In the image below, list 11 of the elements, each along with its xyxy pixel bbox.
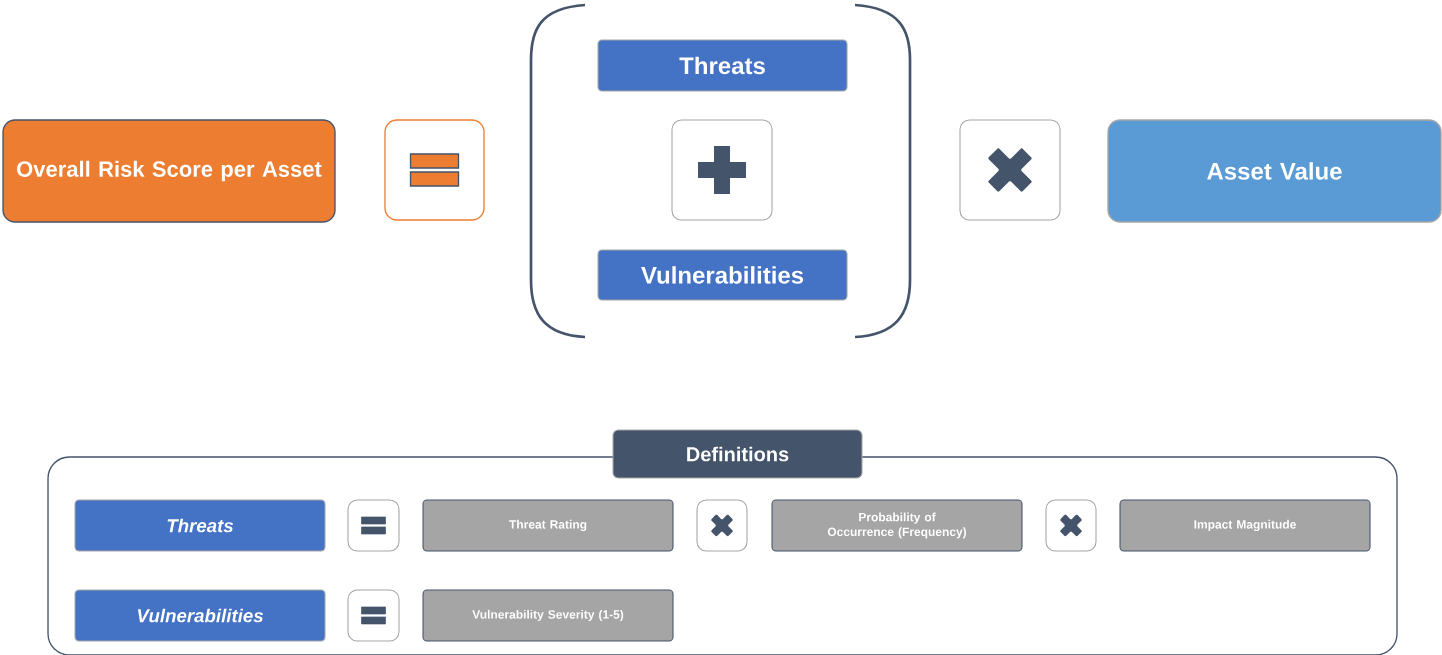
definition-box: Threat Rating bbox=[422, 499, 674, 552]
definition-box: Impact Magnitude bbox=[1119, 499, 1371, 552]
heading-tab: Definitions bbox=[612, 429, 863, 479]
term-box: Threats bbox=[74, 499, 326, 552]
factor-box: Asset Value bbox=[1107, 119, 1442, 223]
factor-box: Vulnerabilities bbox=[597, 249, 848, 301]
definition-box: Probability of Occurrence (Frequency) bbox=[771, 499, 1023, 552]
result-box: Overall Risk Score per Asset bbox=[2, 119, 336, 223]
factor-box: Threats bbox=[597, 39, 848, 92]
definition-box: Vulnerability Severity (1-5) bbox=[422, 589, 674, 642]
term-box: Vulnerabilities bbox=[74, 589, 326, 642]
